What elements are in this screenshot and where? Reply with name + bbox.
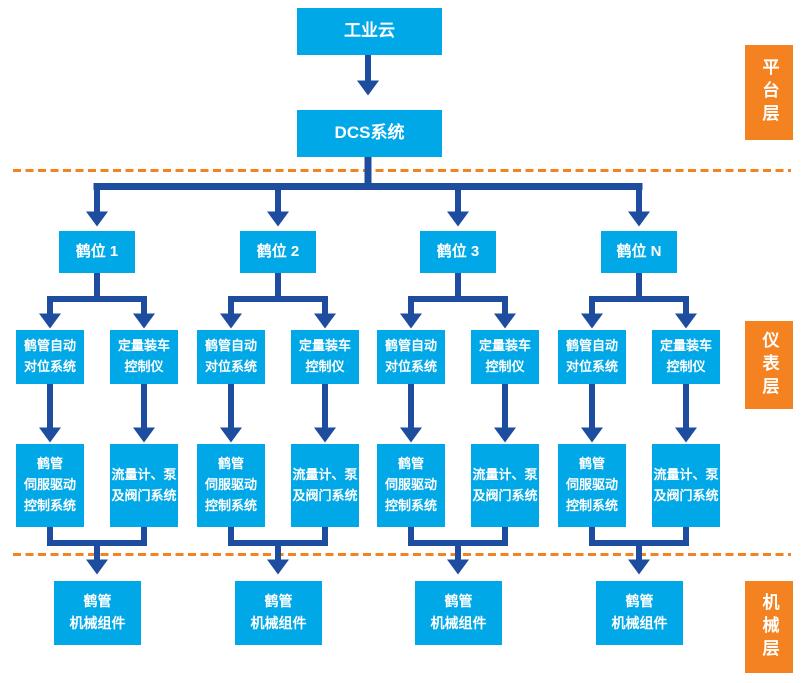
flow-valve-box: 流量计、泵 及阀门系统 bbox=[291, 444, 359, 527]
layer-label-mechanical: 机械层 bbox=[745, 581, 793, 673]
loading-controller-box: 定量装车 控制仪 bbox=[652, 330, 720, 384]
dcs-system-box: DCS系统 bbox=[297, 110, 442, 157]
mechanical-parts-box: 鹤管 机械组件 bbox=[235, 581, 322, 645]
mechanical-parts-box: 鹤管 机械组件 bbox=[596, 581, 683, 645]
layer-label-platform: 平台层 bbox=[745, 45, 793, 140]
flow-valve-box: 流量计、泵 及阀门系统 bbox=[110, 444, 178, 527]
connector-arrows bbox=[39, 55, 697, 575]
align-system-box: 鹤管自动 对位系统 bbox=[16, 330, 84, 384]
mechanical-parts-box: 鹤管 机械组件 bbox=[54, 581, 141, 645]
loading-controller-box: 定量装车 控制仪 bbox=[471, 330, 539, 384]
servo-drive-box: 鹤管 伺服驱动 控制系统 bbox=[197, 444, 265, 527]
loading-controller-box: 定量装车 控制仪 bbox=[110, 330, 178, 384]
align-system-box: 鹤管自动 对位系统 bbox=[377, 330, 445, 384]
crane-station-n-box: 鹤位 N bbox=[601, 231, 677, 273]
crane-station-3-box: 鹤位 3 bbox=[420, 231, 496, 273]
servo-drive-box: 鹤管 伺服驱动 控制系统 bbox=[377, 444, 445, 527]
align-system-box: 鹤管自动 对位系统 bbox=[558, 330, 626, 384]
mechanical-parts-box: 鹤管 机械组件 bbox=[415, 581, 502, 645]
crane-station-2-box: 鹤位 2 bbox=[240, 231, 316, 273]
crane-station-1-box: 鹤位 1 bbox=[59, 231, 135, 273]
align-system-box: 鹤管自动 对位系统 bbox=[197, 330, 265, 384]
loading-controller-box: 定量装车 控制仪 bbox=[291, 330, 359, 384]
industrial-cloud-box: 工业云 bbox=[297, 8, 442, 55]
servo-drive-box: 鹤管 伺服驱动 控制系统 bbox=[558, 444, 626, 527]
layer-divider-lines bbox=[13, 169, 791, 556]
flow-valve-box: 流量计、泵 及阀门系统 bbox=[652, 444, 720, 527]
servo-drive-box: 鹤管 伺服驱动 控制系统 bbox=[16, 444, 84, 527]
flow-valve-box: 流量计、泵 及阀门系统 bbox=[471, 444, 539, 527]
layer-label-instrument: 仪表层 bbox=[745, 321, 793, 409]
